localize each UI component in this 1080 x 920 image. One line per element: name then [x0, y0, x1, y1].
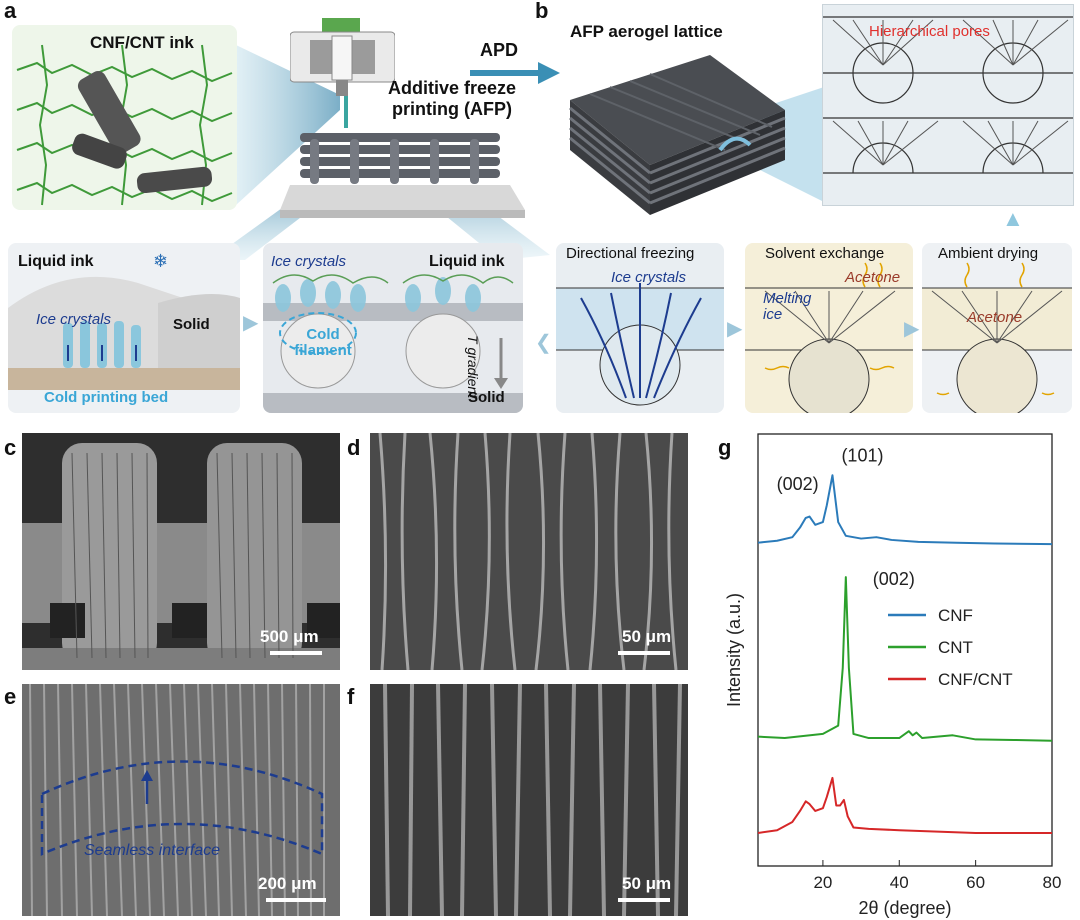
acetone-label-2: Acetone: [967, 309, 1023, 326]
x-tick-label: 80: [1043, 873, 1062, 892]
cold-filament-line1: Cold: [306, 326, 340, 343]
lattice-title: AFP aerogel lattice: [570, 22, 723, 41]
panel-label-f: f: [347, 684, 355, 709]
liquid-ink-freezing-box: Liquid ink ❄ Ice crystals Solid Cold pri…: [8, 243, 240, 413]
arrow-right-icon-2: ▶: [727, 318, 743, 340]
panel-label-e: e: [4, 684, 17, 709]
sem-image-f: 50 μm: [370, 684, 688, 916]
scale-bar-e: [266, 898, 326, 902]
melting-line2: ice: [763, 306, 783, 323]
printed-lattice-stack: [280, 125, 525, 220]
legend-label: CNF/CNT: [938, 670, 1013, 689]
stack-illustration: [280, 133, 525, 218]
x-tick-label: 60: [966, 873, 985, 892]
apd-arrow: [470, 62, 560, 84]
peak-label: (101): [841, 445, 883, 465]
sem-f-texture: [370, 684, 688, 916]
printer-illustration: [289, 18, 396, 96]
liquid-ink-label: Liquid ink: [18, 253, 94, 270]
cold-filament-line2: filament: [294, 342, 352, 359]
cold-filament-label: Cold filament: [293, 327, 353, 359]
printer-head: [289, 18, 396, 96]
scale-bar-d-label: 50 μm: [622, 627, 672, 646]
plot-frame: [757, 433, 1053, 867]
scale-bar-f: [618, 898, 670, 902]
sem-e-texture: [22, 684, 340, 916]
chart-legend: CNF CNT CNF/CNT: [888, 606, 1013, 689]
ambient-drying-box: Ambient drying Acetone: [922, 243, 1072, 413]
legend-label: CNT: [938, 638, 973, 657]
ambient-drying-illustration: [922, 262, 1072, 413]
arrow-right-icon: ▶: [243, 312, 259, 334]
peak-label: (002): [873, 569, 915, 589]
melting-line1: Melting: [763, 290, 812, 307]
cold-bed-label: Cold printing bed: [44, 389, 169, 406]
nozzle: [344, 96, 348, 128]
panel-label-g: g: [718, 435, 732, 460]
sem-image-d: 50 μm: [370, 433, 688, 670]
apd-label: APD: [480, 40, 519, 60]
freezing-illustration: [8, 276, 240, 390]
afp-title-line2: printing (AFP): [392, 99, 512, 119]
seamless-interface-label: Seamless interface: [84, 842, 221, 859]
ice-crystals-label-2: Ice crystals: [271, 253, 347, 270]
directional-freezing-title: Directional freezing: [566, 245, 695, 262]
ambient-drying-title: Ambient drying: [938, 245, 1039, 262]
aerogel-lattice: [550, 50, 790, 220]
cold-filament-illustration: [263, 274, 523, 413]
chart-series: [757, 474, 1053, 834]
acetone-label: Acetone: [845, 269, 901, 286]
scale-bar-d: [618, 651, 670, 655]
x-axis-label: 2θ (degree): [858, 898, 951, 918]
pores-illustration: [823, 16, 1073, 174]
series-line-cnf: [757, 474, 1053, 546]
ink-molecule-box: CNF/CNT ink: [12, 25, 237, 210]
peak-annotations: (002) (101) (002): [777, 445, 915, 589]
legend-label: CNF: [938, 606, 973, 625]
scale-bar-e-label: 200 μm: [258, 874, 317, 893]
panel-label-a: a: [4, 0, 17, 23]
solvent-exchange-box: Solvent exchange Melting ice Acetone: [745, 243, 913, 413]
solid-label-2: Solid: [468, 389, 505, 406]
ink-title: CNF/CNT ink: [90, 33, 194, 52]
xrd-chart: 20 40 60 80 (002) (101) (002) CNF CNT CNF/CNT I…: [724, 433, 1061, 918]
sem-c-texture: [22, 433, 340, 670]
scale-bar-f-label: 50 μm: [622, 874, 672, 893]
arrow-left-bracket-icon: ❮: [535, 332, 552, 354]
panel-label-c: c: [4, 435, 17, 460]
x-tick-label: 20: [813, 873, 832, 892]
hierarchical-pores-box: Hierarchical pores: [822, 4, 1074, 206]
y-axis-label: Intensity (a.u.): [724, 593, 744, 707]
melting-ice-label: Melting ice: [763, 291, 811, 323]
directional-freezing-box: Directional freezing Ice crystals: [556, 243, 724, 413]
cold-filament-box: Ice crystals Liquid ink Cold filament T …: [263, 243, 523, 413]
series-line-cnf-cnt: [757, 776, 1052, 834]
x-axis-ticks: 20 40 60 80: [813, 860, 1061, 892]
ice-crystals-label-3: Ice crystals: [611, 269, 687, 286]
arrow-right-icon-3: ▶: [904, 318, 920, 340]
series-line-cnt: [757, 576, 1053, 742]
liquid-ink-label-2: Liquid ink: [429, 253, 505, 270]
snowflake-icon: ❄: [153, 251, 169, 271]
sem-d-texture: [370, 433, 688, 670]
peak-label: (002): [777, 474, 819, 494]
panel-label-d: d: [347, 435, 361, 460]
solvent-exchange-title: Solvent exchange: [765, 245, 885, 262]
x-tick-label: 40: [890, 873, 909, 892]
aerogel-illustration: [569, 55, 786, 215]
solvent-exchange-illustration: [745, 262, 913, 413]
scale-bar-c: [270, 651, 322, 655]
ice-crystals-label: Ice crystals: [36, 311, 112, 328]
afp-title: Additive freeze printing (AFP): [382, 78, 522, 120]
solid-label: Solid: [173, 316, 210, 333]
cellulose-network-illustration: [16, 44, 233, 206]
arrow-up-icon: ▲: [1002, 206, 1024, 231]
scale-bar-c-label: 500 μm: [260, 627, 319, 646]
afp-title-line1: Additive freeze: [387, 78, 517, 98]
panel-label-b: b: [535, 0, 549, 23]
sem-image-e: Seamless interface 200 μm: [22, 684, 340, 916]
directional-freezing-illustration: [556, 283, 724, 406]
hierarchical-pores-label: Hierarchical pores: [869, 23, 990, 40]
sem-image-c: 500 μm: [22, 433, 340, 670]
